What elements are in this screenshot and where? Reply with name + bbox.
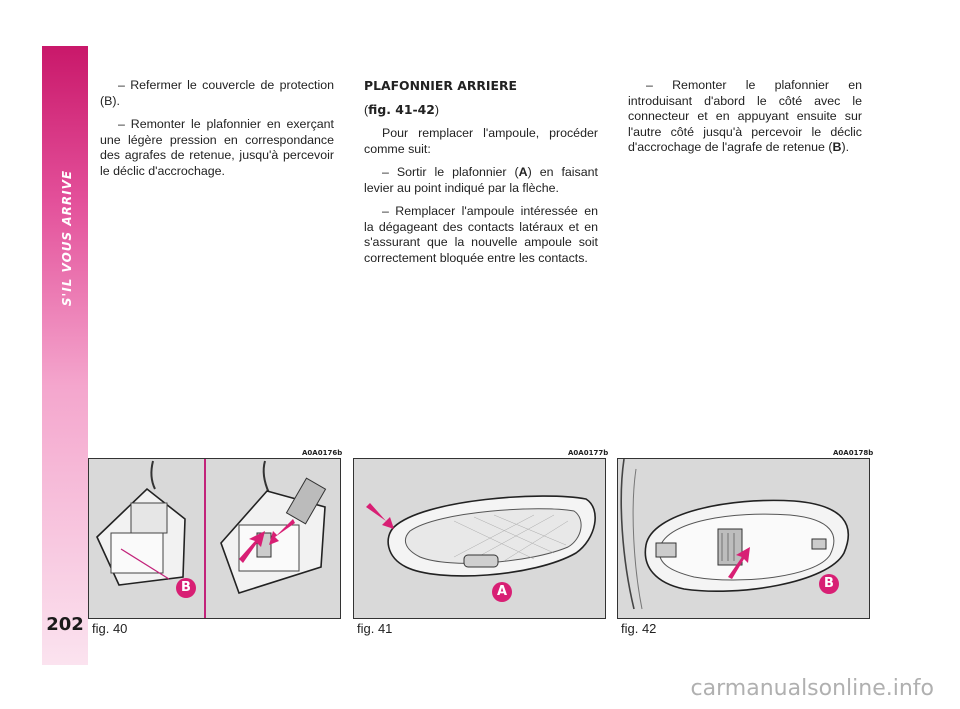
figure-code: A0A0178b xyxy=(833,449,874,457)
paragraph: Pour remplacer l'ampoule, procéder comme… xyxy=(364,126,598,156)
figure-caption: fig. 40 xyxy=(92,621,128,636)
section-title: S'IL VOUS ARRIVE xyxy=(60,169,75,307)
callout-label: B xyxy=(181,580,191,595)
figure-reference: (fig. 41-42) xyxy=(364,101,439,117)
callout-label: A xyxy=(496,584,508,599)
callout-label: B xyxy=(824,576,834,591)
side-band xyxy=(42,46,88,665)
paragraph: – Refermer le couvercle de protection (B… xyxy=(100,78,334,108)
callout-badge xyxy=(492,582,512,602)
watermark: carmanualsonline.info xyxy=(690,676,934,701)
paragraph: – Sortir le plafonnier (A) en faisant le… xyxy=(364,165,598,195)
figure-42-image: B xyxy=(617,458,870,619)
figure-caption: fig. 41 xyxy=(357,621,393,636)
figure-40-image: B xyxy=(88,458,341,619)
text-column-2: PLAFONNIER ARRIERE (fig. 41-42) Pour rem… xyxy=(364,78,598,274)
text-column-1: – Refermer le couvercle de protection (B… xyxy=(100,78,334,187)
figure-caption: fig. 42 xyxy=(621,621,657,636)
callout-badge xyxy=(176,578,196,598)
section-heading: PLAFONNIER ARRIERE xyxy=(364,78,517,93)
paragraph: – Remonter le plafonnier en introduisant… xyxy=(628,78,862,154)
callout-badge xyxy=(819,574,839,594)
figure-code: A0A0177b xyxy=(568,449,609,457)
figure-41-image: A xyxy=(353,458,606,619)
page-number: 202 xyxy=(46,614,84,635)
paragraph: – Remplacer l'ampoule intéressée en la d… xyxy=(364,204,598,265)
figure-code: A0A0176b xyxy=(302,449,343,457)
paragraph: – Remonter le plafonnier en exerçant une… xyxy=(100,117,334,178)
text-column-3: – Remonter le plafonnier en introduisant… xyxy=(628,78,862,164)
